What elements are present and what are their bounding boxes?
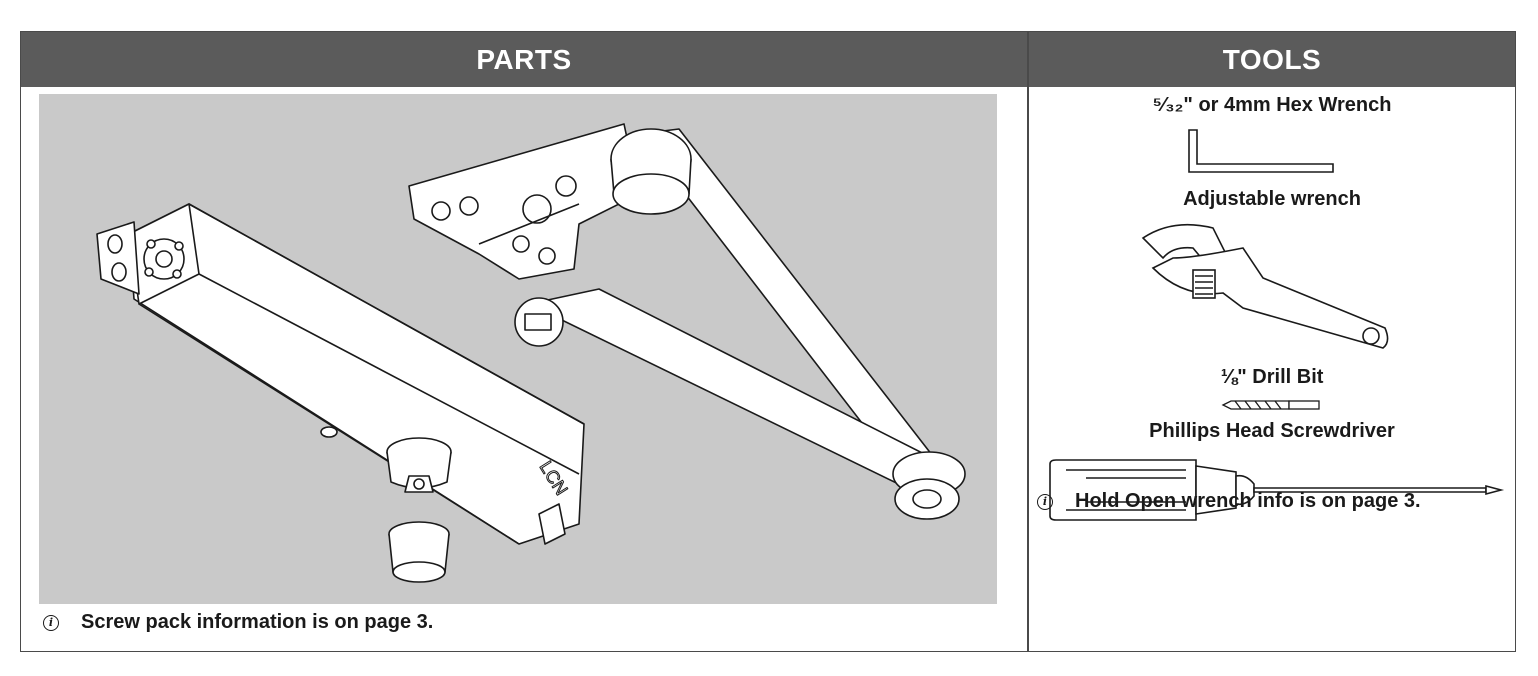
screwdriver-icon	[1049, 459, 1505, 521]
door-closer-body: LCN	[96, 203, 585, 545]
hex-wrench-icon	[1188, 129, 1334, 173]
end-cap	[388, 521, 450, 583]
screwdriver-label: Phillips Head Screwdriver	[1149, 420, 1395, 442]
info-icon: i	[1037, 493, 1053, 510]
adjustable-wrench-label: Adjustable wrench	[1183, 188, 1361, 210]
screw-pack-note: i Screw pack information is on page 3.	[43, 611, 433, 634]
instruction-panel: PARTS TOOLS	[20, 31, 1516, 652]
hold-open-note-text: Hold Open wrench info is on page 3.	[1075, 490, 1421, 512]
hex-wrench-label: ⁵⁄₃₂" or 4mm Hex Wrench	[1152, 94, 1392, 116]
adjustable-wrench-icon	[1141, 223, 1389, 349]
drill-bit-icon	[1221, 400, 1320, 410]
hold-open-note: i Hold Open wrench info is on page 3.	[1037, 490, 1421, 513]
mounting-bracket	[408, 123, 640, 280]
drill-bit-label: ⅛" Drill Bit	[1220, 366, 1324, 388]
tools-header: TOOLS	[1029, 32, 1515, 87]
main-arm	[610, 128, 940, 485]
parts-header: PARTS	[21, 32, 1027, 87]
info-icon: i	[43, 614, 59, 631]
forearm	[514, 288, 966, 520]
parts-illustration: LCN	[39, 94, 997, 604]
screw-pack-note-text: Screw pack information is on page 3.	[81, 611, 434, 633]
column-divider	[1027, 32, 1029, 651]
